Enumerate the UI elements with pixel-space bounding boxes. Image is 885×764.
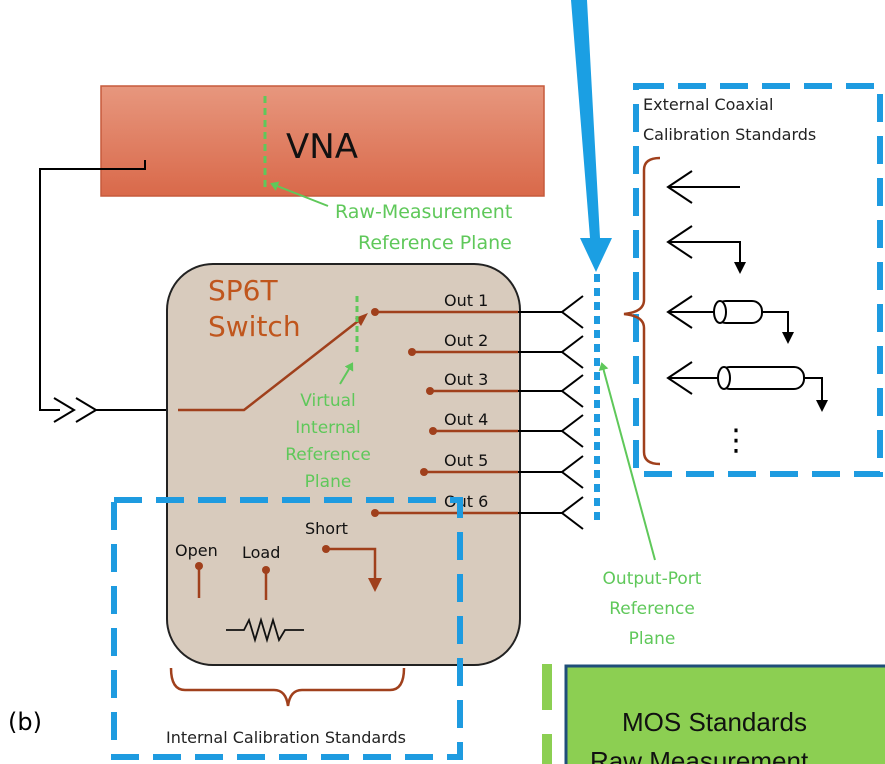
internal-open xyxy=(195,562,203,598)
vna-label: VNA xyxy=(286,127,358,167)
external-standard-line-short xyxy=(666,295,794,344)
virtual-plane-label-1: Virtual xyxy=(300,391,356,411)
big-blue-arrow xyxy=(571,0,612,272)
output-label-3: Out 3 xyxy=(444,370,488,389)
switch-arm xyxy=(178,317,363,412)
switch-label-1: SP6T xyxy=(208,274,278,307)
output-label-5: Out 5 xyxy=(444,451,488,470)
resistor-icon xyxy=(226,616,304,644)
switch-body xyxy=(166,263,521,666)
output-1: Out 1 xyxy=(371,291,584,329)
output-2: Out 2 xyxy=(408,331,584,369)
virtual-plane-label-2: Internal xyxy=(295,418,361,438)
vna-cable xyxy=(39,160,146,411)
open-label: Open xyxy=(175,541,218,560)
output-plane-arrow xyxy=(598,362,656,561)
input-connector xyxy=(53,397,178,423)
virtual-plane-label-4: Plane xyxy=(305,472,352,492)
external-label-2: Calibration Standards xyxy=(643,125,816,144)
internal-load xyxy=(262,566,270,600)
output-6: Out 6 xyxy=(371,492,584,530)
raw-plane-arrow xyxy=(270,181,329,207)
raw-plane-label-1: Raw-Measurement xyxy=(335,201,512,223)
panel-label: (b) xyxy=(8,708,42,736)
raw-plane-label-2: Reference Plane xyxy=(358,232,512,254)
virtual-plane-arrow xyxy=(339,362,354,385)
output-plane-label-3: Plane xyxy=(629,629,676,649)
internal-caption: Internal Calibration Standards xyxy=(166,728,406,747)
internal-short xyxy=(322,545,382,592)
internal-brace xyxy=(169,667,406,707)
vna-box xyxy=(100,85,545,197)
green-box-line-1: MOS Standards xyxy=(622,707,807,737)
internal-standards-box xyxy=(111,497,463,760)
switch-arm-head xyxy=(355,313,368,326)
external-label-1: External Coaxial xyxy=(643,95,773,114)
switch-label-2: Switch xyxy=(208,310,301,343)
short-label: Short xyxy=(305,519,348,538)
green-bar-1 xyxy=(542,664,552,710)
load-label: Load xyxy=(242,543,280,562)
green-bar-2 xyxy=(542,734,552,764)
output-4: Out 4 xyxy=(429,410,584,448)
output-label-2: Out 2 xyxy=(444,331,488,350)
green-box xyxy=(564,664,885,764)
virtual-plane-label-3: Reference xyxy=(285,445,371,465)
green-box-line-2: Raw Measurement xyxy=(590,746,809,764)
external-brace xyxy=(623,156,661,466)
output-label-1: Out 1 xyxy=(444,291,488,310)
output-label-4: Out 4 xyxy=(444,410,488,429)
external-standard-open xyxy=(666,170,740,204)
output-3: Out 3 xyxy=(426,370,584,408)
output-label-6: Out 6 xyxy=(444,492,488,511)
output-5: Out 5 xyxy=(420,451,584,489)
output-plane-label-1: Output-Port xyxy=(603,569,702,589)
external-standard-long-line-short xyxy=(666,361,828,412)
external-standard-short xyxy=(666,225,746,274)
external-ellipsis: ⋮ xyxy=(721,423,751,458)
external-standards-box xyxy=(633,83,883,477)
output-plane-label-2: Reference xyxy=(609,599,695,619)
